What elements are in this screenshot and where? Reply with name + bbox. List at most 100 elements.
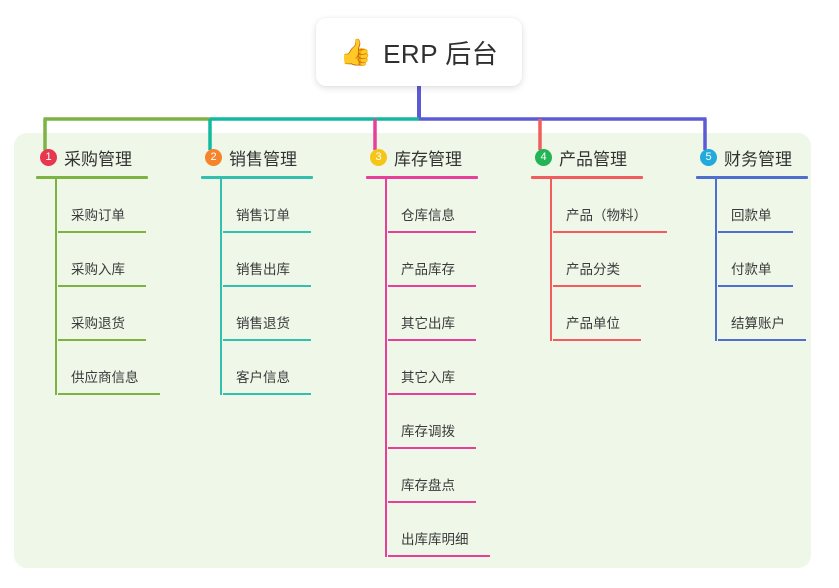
leaf-item-underline (553, 339, 641, 341)
branch-title-3: 库存管理 (394, 149, 462, 169)
branch-column-2: 2 销售管理销售订单销售出库销售退货客户信息 (201, 143, 313, 395)
leaf-item-underline (223, 231, 311, 233)
leaf-item-underline (223, 393, 311, 395)
leaf-item-label: 库存盘点 (401, 478, 455, 493)
leaf-item[interactable]: 其它出库 (388, 287, 478, 341)
leaf-item-underline (58, 231, 146, 233)
leaf-item-underline (553, 231, 667, 233)
leaf-item-underline (388, 339, 476, 341)
branch-underline-2 (201, 176, 313, 179)
branch-spine-2 (220, 179, 222, 395)
leaf-item-label: 产品单位 (566, 316, 620, 331)
branch-spine-5 (715, 179, 717, 341)
leaf-item-underline (553, 285, 641, 287)
leaf-item[interactable]: 销售出库 (223, 233, 313, 287)
leaf-item-underline (58, 393, 160, 395)
leaf-item-underline (718, 231, 793, 233)
leaf-item-label: 结算账户 (731, 316, 785, 331)
leaf-item[interactable]: 结算账户 (718, 287, 808, 341)
leaf-item[interactable]: 其它入库 (388, 341, 478, 395)
branch-header-2[interactable]: 2 销售管理 (201, 143, 313, 171)
branch-column-1: 1 采购管理采购订单采购入库采购退货供应商信息 (36, 143, 160, 395)
leaf-item-label: 产品库存 (401, 262, 455, 277)
branch-title-2: 销售管理 (229, 149, 297, 169)
leaf-item-label: 其它出库 (401, 316, 455, 331)
leaf-item-underline (718, 285, 793, 287)
branches-panel (14, 133, 811, 568)
branch-underline-3 (366, 176, 478, 179)
leaf-item-underline (388, 285, 476, 287)
branch-items-5: 回款单付款单结算账户 (696, 179, 808, 341)
leaf-item[interactable]: 产品（物料） (553, 179, 667, 233)
branch-column-5: 5 财务管理回款单付款单结算账户 (696, 143, 808, 341)
leaf-item[interactable]: 出库库明细 (388, 503, 490, 557)
leaf-item-label: 采购退货 (71, 316, 125, 331)
leaf-item-label: 销售出库 (236, 262, 290, 277)
branch-underline-1 (36, 176, 148, 179)
branch-spine-1 (55, 179, 57, 395)
leaf-item-label: 供应商信息 (71, 370, 139, 385)
leaf-item[interactable]: 产品分类 (553, 233, 643, 287)
branch-underline-5 (696, 176, 808, 179)
leaf-item-label: 其它入库 (401, 370, 455, 385)
leaf-item[interactable]: 产品单位 (553, 287, 643, 341)
leaf-item[interactable]: 采购退货 (58, 287, 148, 341)
leaf-item-label: 销售退货 (236, 316, 290, 331)
leaf-item-underline (388, 393, 476, 395)
branch-spine-3 (385, 179, 387, 557)
root-node[interactable]: 👍 ERP 后台 (316, 18, 522, 86)
leaf-item-underline (388, 231, 476, 233)
root-node-title: ERP 后台 (383, 38, 499, 69)
leaf-item-label: 产品分类 (566, 262, 620, 277)
leaf-item-label: 付款单 (731, 262, 772, 277)
branch-header-3[interactable]: 3 库存管理 (366, 143, 478, 171)
leaf-item[interactable]: 产品库存 (388, 233, 478, 287)
leaf-item[interactable]: 销售订单 (223, 179, 313, 233)
branch-badge-1: 1 (40, 148, 57, 166)
leaf-item-label: 销售订单 (236, 208, 290, 223)
branch-spine-4 (550, 179, 552, 341)
leaf-item-underline (223, 339, 311, 341)
leaf-item-label: 采购订单 (71, 208, 125, 223)
leaf-item[interactable]: 库存盘点 (388, 449, 478, 503)
leaf-item-underline (58, 339, 146, 341)
leaf-item[interactable]: 库存调拨 (388, 395, 478, 449)
leaf-item-label: 回款单 (731, 208, 772, 223)
leaf-item[interactable]: 付款单 (718, 233, 808, 287)
branch-badge-5: 5 (700, 148, 717, 166)
leaf-item[interactable]: 客户信息 (223, 341, 313, 395)
leaf-item[interactable]: 仓库信息 (388, 179, 478, 233)
branch-title-1: 采购管理 (64, 149, 132, 169)
branch-header-5[interactable]: 5 财务管理 (696, 143, 808, 171)
leaf-item-underline (388, 447, 476, 449)
leaf-item-underline (223, 285, 311, 287)
branch-badge-3: 3 (370, 148, 387, 166)
leaf-item[interactable]: 回款单 (718, 179, 808, 233)
leaf-item-label: 客户信息 (236, 370, 290, 385)
branch-title-4: 产品管理 (559, 149, 627, 169)
leaf-item-label: 产品（物料） (566, 208, 647, 223)
leaf-item[interactable]: 供应商信息 (58, 341, 160, 395)
leaf-item-label: 采购入库 (71, 262, 125, 277)
leaf-item-label: 出库库明细 (401, 532, 469, 547)
branch-header-1[interactable]: 1 采购管理 (36, 143, 148, 171)
leaf-item-label: 仓库信息 (401, 208, 455, 223)
leaf-item[interactable]: 采购订单 (58, 179, 148, 233)
thumbs-up-icon: 👍 (339, 37, 373, 67)
branch-items-2: 销售订单销售出库销售退货客户信息 (201, 179, 313, 395)
leaf-item-underline (388, 501, 476, 503)
leaf-item-label: 库存调拨 (401, 424, 455, 439)
leaf-item[interactable]: 采购入库 (58, 233, 148, 287)
branch-column-3: 3 库存管理仓库信息产品库存其它出库其它入库库存调拨库存盘点出库库明细 (366, 143, 490, 557)
branch-badge-2: 2 (205, 148, 222, 166)
branch-items-1: 采购订单采购入库采购退货供应商信息 (36, 179, 160, 395)
branch-underline-4 (531, 176, 643, 179)
branch-items-4: 产品（物料） 产品分类产品单位 (531, 179, 667, 341)
leaf-item[interactable]: 销售退货 (223, 287, 313, 341)
branch-items-3: 仓库信息产品库存其它出库其它入库库存调拨库存盘点出库库明细 (366, 179, 490, 557)
leaf-item-underline (58, 285, 146, 287)
branch-title-5: 财务管理 (724, 149, 792, 169)
